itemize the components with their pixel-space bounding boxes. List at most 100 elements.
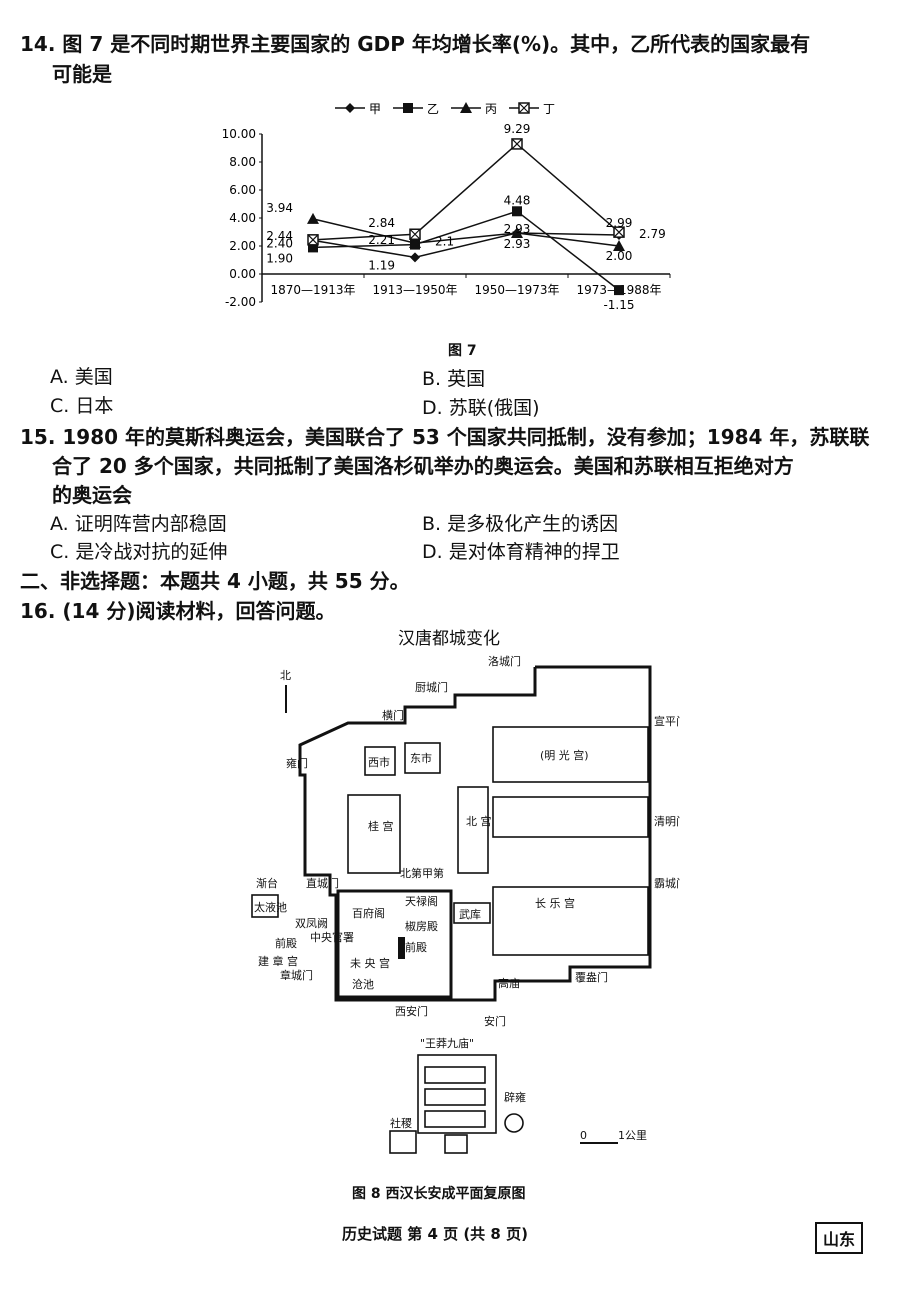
sheji-altar-2 — [444, 1134, 468, 1154]
legend-label: 丁 — [543, 102, 555, 116]
y-tick-label: 8.00 — [229, 155, 256, 169]
temple-row-3 — [424, 1110, 486, 1128]
data-point-丙 — [511, 226, 523, 238]
data-label: 1.90 — [266, 251, 293, 265]
data-point-丁-cross — [511, 138, 523, 150]
data-label: 2.79 — [639, 227, 666, 241]
changan-map: 北 (明 光 宫) 西市 东市 桂 宫 北 宫 北第甲第 长 乐 宫 百府阁 天… — [251, 655, 680, 1154]
data-label: 2.99 — [606, 216, 633, 230]
data-point-乙 — [614, 285, 624, 296]
map-title: 汉唐都城变化 — [398, 629, 500, 649]
sheji-label: 社稷 — [390, 1116, 412, 1130]
temple-row-2 — [424, 1088, 486, 1106]
gate-luocheng: 洛城门 — [488, 655, 521, 668]
data-point-丙 — [409, 237, 421, 249]
data-point-乙 — [512, 206, 522, 217]
data-label: 2.84 — [368, 216, 395, 230]
weiyang-label: 未 央 宫 — [350, 956, 390, 970]
legend-marker-丙 — [460, 102, 472, 113]
data-point-丙 — [613, 240, 625, 251]
y-tick-label: 4.00 — [229, 211, 256, 225]
legend-label: 丙 — [485, 102, 497, 116]
data-label: 2.44 — [266, 229, 293, 243]
north-palace-label: 北 宫 — [466, 814, 492, 828]
mingguang-palace — [492, 726, 649, 783]
x-tick-label: 1950—1973年 — [474, 283, 559, 297]
gdp-line-chart: 10.008.006.004.002.000.00-2.001870—1913年… — [222, 102, 671, 312]
gate-xian: 西安门 — [395, 1004, 428, 1018]
legend-marker-乙 — [403, 103, 413, 113]
changle-label: 长 乐 宫 — [535, 896, 575, 910]
q15-option-d: D. 是对体育精神的捍卫 — [422, 541, 620, 563]
wangmang-label: "王莽九庙" — [420, 1036, 474, 1050]
mingguang-label: (明 光 宫) — [540, 748, 589, 762]
data-label: 2.93 — [504, 237, 531, 251]
q14-stem-line1: 14. 图 7 是不同时期世界主要国家的 GDP 年均增长率(%)。其中，乙所代… — [20, 32, 811, 56]
y-tick-label: 6.00 — [229, 183, 256, 197]
legend-label: 甲 — [369, 102, 381, 116]
data-label: 2.00 — [606, 249, 633, 263]
taiyechi-label: 太液池 — [254, 900, 287, 914]
gate-chucheng: 厨城门 — [415, 680, 448, 694]
shuangfeng-label: 双凤阙 — [295, 917, 328, 930]
gate-an: 安门 — [484, 1014, 506, 1028]
data-label: 2.21 — [368, 233, 395, 247]
data-label: 2.93 — [504, 222, 531, 236]
gate-heng: 横门 — [382, 708, 404, 722]
section2-heading: 二、非选择题：本题共 4 小题，共 55 分。 — [20, 569, 410, 593]
data-label: 4.48 — [504, 193, 531, 207]
qiandian2-label: 前殿 — [275, 936, 297, 950]
qiandian-label: 前殿 — [405, 940, 427, 954]
data-label: -1.15 — [603, 298, 634, 312]
temple-row-1 — [424, 1066, 486, 1084]
biyong-label: 辟雍 — [504, 1090, 526, 1104]
north-label: 北 — [280, 669, 291, 682]
taiye-pond — [251, 894, 279, 918]
gui-palace — [347, 794, 401, 874]
q14-stem-line2: 可能是 — [52, 62, 112, 86]
gate-fuang: 覆盎门 — [575, 970, 608, 984]
west-market-label: 西市 — [368, 755, 390, 769]
east-market — [404, 742, 441, 774]
gate-bacheng: 霸城门 — [654, 876, 680, 890]
series-line-甲 — [312, 232, 620, 259]
series-line-乙 — [312, 210, 620, 291]
cangchi-label: 沧池 — [352, 977, 374, 991]
q15-stem-line1: 15. 1980 年的莫斯科奥运会，美国联合了 53 个国家共同抵制，没有参加；… — [20, 425, 870, 449]
gate-zhicheng: 直城门 — [306, 876, 339, 890]
legend-label: 乙 — [427, 102, 439, 116]
x-tick-label: 1913—1950年 — [372, 283, 457, 297]
gate-zhangcheng: 章城门 — [280, 968, 313, 982]
q14-option-b: B. 英国 — [422, 368, 486, 390]
series-line-丙 — [312, 218, 620, 247]
legend-marker-甲 — [345, 103, 355, 113]
data-point-丁-cross — [307, 234, 319, 246]
q14-option-a: A. 美国 — [50, 366, 113, 388]
west-market — [364, 746, 396, 776]
data-point-丙 — [307, 212, 319, 224]
y-tick-label: 10.00 — [222, 127, 256, 141]
tianlu-label: 天禄阁 — [405, 894, 438, 908]
y-tick-label: -2.00 — [225, 295, 256, 309]
biyong-icon — [504, 1113, 524, 1133]
data-point-丁-cross — [613, 226, 625, 238]
q15-option-a: A. 证明阵营内部稳固 — [50, 513, 227, 535]
data-label: 2.1 — [435, 235, 454, 249]
data-point-乙 — [308, 242, 318, 253]
region-badge: 山东 — [815, 1222, 864, 1254]
east-block — [492, 796, 649, 838]
y-tick-label: 0.00 — [229, 267, 256, 281]
beidi-label: 北第甲第 — [400, 866, 444, 880]
data-point-丁-cross — [409, 228, 421, 240]
weiyang-palace — [336, 889, 453, 999]
data-label: 1.19 — [368, 258, 395, 272]
gate-xuanping: 宣平门 — [654, 714, 680, 728]
q15-stem-line2: 合了 20 多个国家，共同抵制了美国洛杉矶举办的奥运会。美国和苏联相互拒绝对方 — [52, 454, 794, 478]
gate-yong: 雍门 — [286, 756, 308, 770]
q15-option-c: C. 是冷战对抗的延伸 — [50, 541, 228, 563]
series-line-丁 — [312, 142, 620, 241]
north-palace — [457, 786, 489, 874]
q14-option-c: C. 日本 — [50, 395, 114, 417]
legend-marker-丁-cross — [518, 102, 530, 114]
scale-0: 0 — [580, 1129, 587, 1142]
